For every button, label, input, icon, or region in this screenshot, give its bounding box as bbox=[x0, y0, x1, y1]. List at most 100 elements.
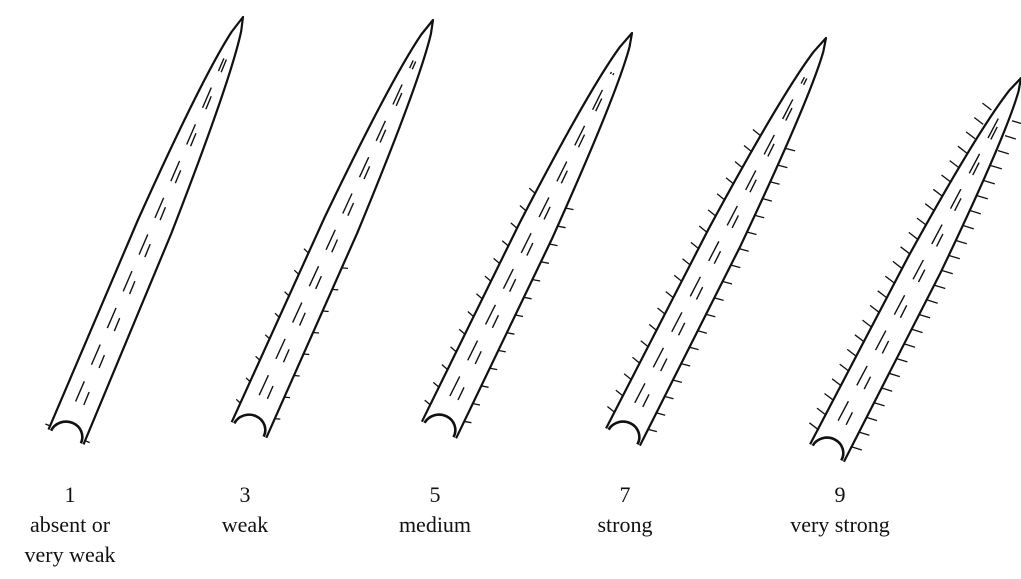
blade-vein-7-1 bbox=[635, 77, 805, 403]
blade-hair-9 bbox=[919, 315, 930, 318]
blade-hair-9 bbox=[912, 329, 923, 332]
blade-outline-1 bbox=[49, 17, 244, 444]
blade-hair-7 bbox=[744, 146, 751, 152]
blade-vein-1-1 bbox=[76, 58, 224, 401]
blade-hair-3 bbox=[313, 333, 319, 334]
blade-hair-7 bbox=[648, 429, 657, 431]
blade-hair-5 bbox=[507, 333, 515, 335]
level-text-9: very strong bbox=[755, 510, 925, 540]
blade-hair-7 bbox=[699, 226, 706, 232]
blade-hair-7 bbox=[633, 357, 640, 363]
blade-hair-7 bbox=[740, 249, 749, 252]
blade-hair-5 bbox=[468, 312, 474, 317]
blade-hair-9 bbox=[863, 320, 872, 327]
blade-hair-9 bbox=[817, 408, 826, 415]
blade-hair-7 bbox=[607, 407, 614, 413]
level-text-3: weak bbox=[195, 510, 295, 540]
blade-hair-3 bbox=[342, 268, 348, 269]
blade-hair-9 bbox=[881, 388, 892, 391]
blade-hair-9 bbox=[977, 196, 988, 199]
blade-hair-7 bbox=[714, 298, 723, 301]
blade-hair-5 bbox=[558, 226, 566, 228]
blade-hair-5 bbox=[520, 206, 526, 211]
level-text-7: strong bbox=[570, 510, 680, 540]
blade-hair-9 bbox=[874, 403, 885, 406]
blade-hair-9 bbox=[847, 349, 856, 356]
blade-hair-7 bbox=[656, 413, 665, 415]
blade-hair-9 bbox=[855, 335, 864, 342]
blade-hair-7 bbox=[731, 265, 740, 268]
level-label-7: 7 strong bbox=[570, 480, 680, 540]
blade-vein-9-2 bbox=[846, 116, 1003, 425]
blade-hair-9 bbox=[984, 181, 995, 184]
blade-hair-9 bbox=[966, 132, 975, 139]
blade-hair-9 bbox=[925, 204, 934, 211]
blade-hair-7 bbox=[735, 162, 742, 168]
blade-hair-3 bbox=[294, 376, 300, 377]
blade-hair-9 bbox=[809, 423, 818, 430]
level-number-1: 1 bbox=[0, 480, 140, 510]
blade-hair-9 bbox=[942, 271, 953, 274]
blade-hair-3 bbox=[275, 313, 279, 317]
blade-hair-7 bbox=[641, 341, 648, 347]
blade-vein-5-1 bbox=[450, 72, 612, 396]
blade-hair-9 bbox=[893, 261, 902, 268]
blade-hair-7 bbox=[770, 182, 779, 184]
blade-hair-5 bbox=[451, 347, 457, 352]
level-number-7: 7 bbox=[570, 480, 680, 510]
blade-hair-9 bbox=[897, 359, 908, 362]
blade-outline-3 bbox=[232, 20, 433, 438]
blade-hair-7 bbox=[649, 324, 656, 330]
blade-base-3 bbox=[234, 415, 265, 437]
blade-hair-5 bbox=[511, 223, 517, 228]
blade-hair-7 bbox=[683, 259, 690, 265]
blade-vein-1-2 bbox=[84, 60, 227, 406]
blade-hair-7 bbox=[689, 347, 698, 349]
blade-hair-7 bbox=[786, 149, 795, 151]
blade-hair-7 bbox=[747, 232, 756, 234]
blade-hair-3 bbox=[304, 249, 308, 253]
blade-hair-9 bbox=[991, 166, 1002, 169]
blade-hair-9 bbox=[832, 379, 841, 386]
level-label-3: 3 weak bbox=[195, 480, 295, 540]
blade-hair-9 bbox=[1012, 121, 1021, 124]
blade-hair-7 bbox=[755, 215, 764, 217]
blade-hair-7 bbox=[674, 275, 681, 281]
level-number-9: 9 bbox=[755, 480, 925, 510]
blade-hair-9 bbox=[963, 226, 974, 229]
blade-hair-5 bbox=[550, 244, 558, 246]
blade-hair-7 bbox=[691, 242, 698, 248]
blade-hair-5 bbox=[529, 188, 535, 193]
blade-hair-7 bbox=[763, 199, 772, 202]
blade-hair-9 bbox=[958, 146, 967, 153]
level-text-5: medium bbox=[375, 510, 495, 540]
blade-hair-9 bbox=[866, 417, 877, 420]
blade-hair-9 bbox=[870, 305, 879, 312]
blade-hair-9 bbox=[851, 447, 862, 450]
blade-hair-7 bbox=[681, 364, 690, 366]
blade-hair-7 bbox=[698, 331, 707, 333]
blade-hair-9 bbox=[983, 103, 992, 110]
blade-hair-9 bbox=[956, 241, 967, 244]
blade-hair-5 bbox=[533, 280, 541, 281]
blade-hair-3 bbox=[274, 419, 280, 420]
blade-hair-9 bbox=[1005, 136, 1016, 139]
blade-hair-5 bbox=[494, 258, 500, 263]
blade-hair-5 bbox=[541, 262, 549, 263]
blade-hair-3 bbox=[294, 270, 298, 274]
blade-hair-7 bbox=[753, 130, 760, 136]
blade-base-9 bbox=[813, 438, 844, 461]
blade-hair-9 bbox=[933, 189, 942, 196]
blade-hair-5 bbox=[459, 329, 465, 334]
blade-hair-5 bbox=[476, 294, 482, 299]
blade-vein-7-2 bbox=[643, 78, 807, 407]
blade-hair-5 bbox=[485, 276, 491, 281]
blade-hair-1 bbox=[85, 441, 90, 443]
blade-base-1 bbox=[51, 422, 82, 444]
blade-hair-7 bbox=[624, 374, 631, 380]
level-number-5: 5 bbox=[375, 480, 495, 510]
blade-hair-7 bbox=[673, 380, 682, 382]
blade-hair-7 bbox=[666, 292, 673, 298]
blade-hair-9 bbox=[825, 394, 834, 401]
level-label-5: 5 medium bbox=[375, 480, 495, 540]
